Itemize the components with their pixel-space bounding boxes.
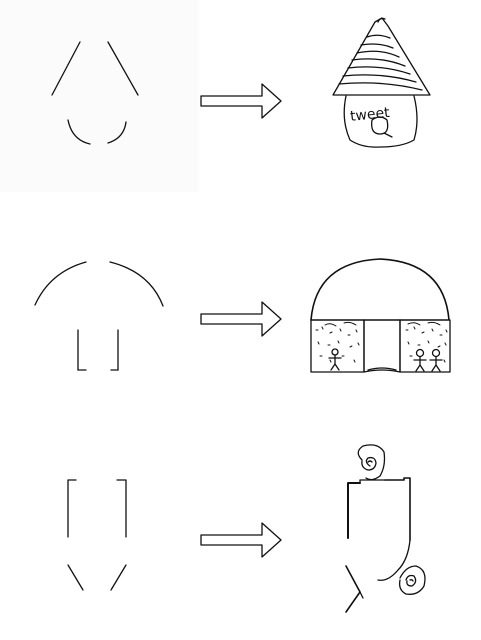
row-1-input-sketch [51, 41, 139, 145]
mushroom-speckles-right [405, 321, 448, 363]
mushroom-stick-figure-left [328, 348, 342, 371]
row-1-output-birdhouse: tweet [332, 17, 431, 148]
birdhouse-tweet-text: tweet [349, 105, 391, 125]
row-2-input-sketch [34, 261, 164, 371]
row-3-input-sketch [67, 479, 127, 591]
mushroom-stick-figure-right-2 [429, 348, 443, 372]
row-2-output-mushroom-house [310, 258, 451, 373]
row-2-arrow [200, 301, 282, 337]
row-3-arrow [200, 522, 282, 558]
panel-1-backdrop [0, 0, 198, 192]
mushroom-speckles-left [315, 321, 360, 363]
row-3-output-abstract-creature [345, 444, 426, 613]
mushroom-stick-figure-right-1 [413, 348, 427, 372]
row-1-arrow [200, 83, 282, 119]
